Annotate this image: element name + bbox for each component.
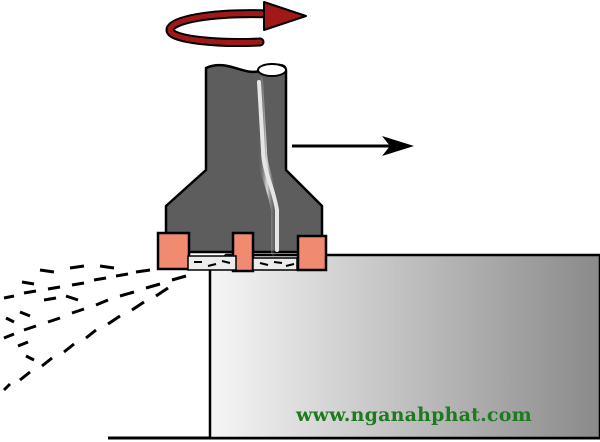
chip-debris	[187, 255, 298, 271]
cutter-shaft-end	[257, 63, 287, 77]
chip-fragment	[171, 274, 187, 282]
chip-fragment	[19, 310, 31, 318]
chip-fragment	[131, 300, 145, 312]
chip-fragment	[135, 268, 151, 274]
cutter-highlight-core	[257, 80, 279, 252]
workpiece-block	[208, 253, 600, 440]
chip-fragment	[99, 264, 115, 270]
feed-direction-arrow-icon	[292, 136, 414, 156]
chip-fragment	[145, 282, 161, 290]
chip-fragment	[93, 276, 107, 282]
chip-fragment	[71, 307, 85, 315]
chip-fragment	[119, 290, 135, 298]
chip-fragment	[107, 314, 121, 326]
chip-fragment	[2, 382, 12, 392]
chip-fragment	[47, 316, 61, 324]
rotation-arrow-icon	[165, 1, 307, 47]
chip-fragment	[63, 342, 75, 354]
chip-fragment	[71, 281, 85, 287]
cutting-insert	[296, 234, 328, 272]
chip-fragment	[43, 296, 57, 302]
chip-fragment	[3, 294, 15, 300]
chip-fragment	[21, 280, 35, 286]
chip-fragments	[2, 262, 199, 392]
chip-fragment	[25, 354, 35, 362]
chip-fragment	[5, 316, 15, 324]
chip-fragment	[23, 324, 37, 332]
chip-fragment	[95, 298, 109, 307]
cutting-insert	[156, 231, 191, 271]
chip-fragment	[3, 332, 15, 340]
chip-fragment	[47, 285, 61, 291]
chip-fragment	[23, 289, 37, 295]
chip-fragment	[65, 294, 79, 302]
chip-fragment	[85, 328, 97, 340]
chip-fragment	[115, 272, 129, 278]
chip-fragment	[19, 370, 31, 382]
chip-fragment	[69, 264, 85, 270]
site-watermark: www.nganahphat.com	[296, 404, 532, 426]
cutting-insert	[231, 231, 255, 273]
chip-fragment	[17, 340, 29, 348]
chip-fragment	[41, 356, 53, 368]
chip-fragment	[155, 286, 169, 298]
chip-fragment	[39, 268, 55, 274]
milling-cutter	[164, 63, 324, 254]
